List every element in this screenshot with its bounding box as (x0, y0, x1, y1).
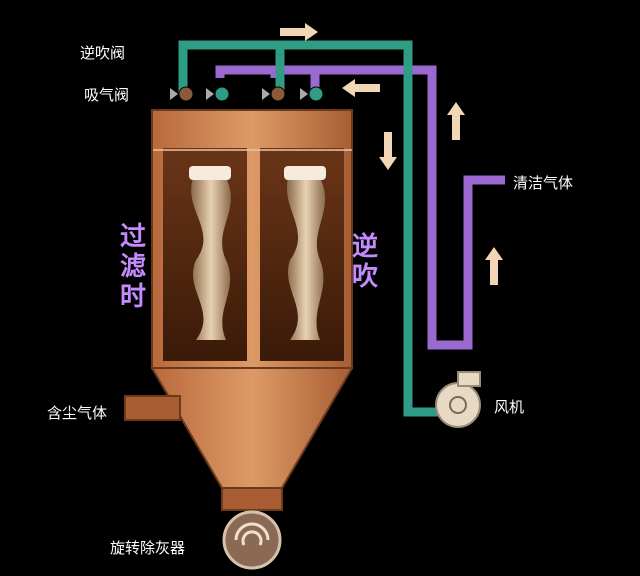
arrow-right-icon (280, 23, 318, 41)
rotary-ash-remover-label: 旋转除灰器 (110, 539, 185, 557)
fan-icon (435, 371, 481, 428)
rotary-ash-remover-icon (222, 510, 282, 570)
filtering-char: 过 (120, 222, 146, 252)
arrow-down-icon (379, 132, 397, 170)
dusty-gas-label: 含尘气体 (47, 404, 107, 422)
filtering-label: 过 滤 时 (120, 222, 146, 312)
filter-bag-right (284, 166, 326, 340)
valve-icon (170, 86, 324, 102)
arrow-up-icon (447, 102, 465, 140)
filtering-char: 时 (120, 282, 146, 312)
reverse-blow-pipe (178, 40, 440, 417)
reverse-blow-label: 逆 吹 (352, 231, 378, 292)
arrow-up-icon (485, 247, 503, 285)
fan-label: 风机 (494, 398, 524, 416)
reverse-blow-char: 吹 (352, 262, 378, 292)
intake-valve-label: 吸气阀 (84, 86, 129, 104)
clean-gas-label: 清洁气体 (513, 174, 573, 192)
reverse-blow-char: 逆 (352, 231, 378, 262)
filtering-char: 滤 (120, 252, 146, 282)
reverse-blow-valve-label: 逆吹阀 (80, 44, 125, 62)
arrow-left-icon (342, 79, 380, 97)
filter-bag-left (189, 166, 231, 340)
